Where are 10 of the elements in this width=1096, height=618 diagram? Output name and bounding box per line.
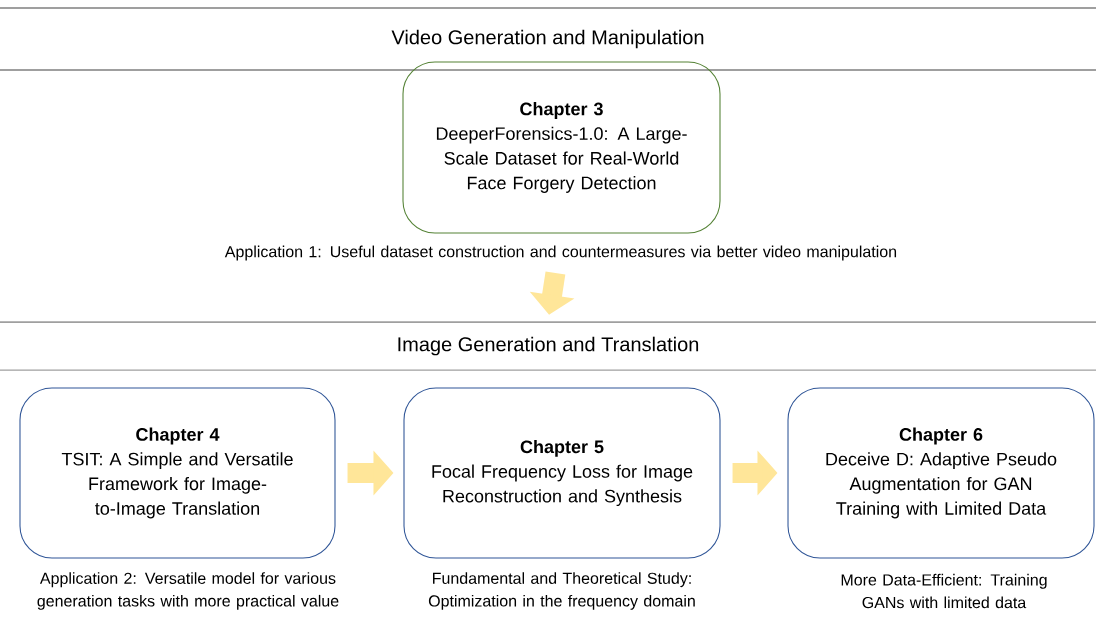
- caption-text: Application 1: Useful dataset construction and countermeasures via better video manipulation: [224, 245, 897, 261]
- caption-text: More Data-Efficient: Training GANs with limited data: [841, 573, 1047, 609]
- chapter-box: Chapter 3 DeeperForensics-1.0: A Large-Scale Dataset for Real-World Face Forgery Detection: [402, 61, 721, 234]
- section-band: Video Generation and Manipulation: [0, 7, 1096, 71]
- caption-text: Application 2: Versatile model for various generation tasks with more practical value: [37, 572, 339, 610]
- chapter-box: Chapter 5 Focal Frequency Loss for Image Reconstruction and Synthesis: [403, 387, 721, 559]
- caption-text: Fundamental and Theoretical Study: Optimization in the frequency domain: [428, 572, 695, 610]
- chapter-box: Chapter 6 Deceive D: Adaptive Pseudo Augmentation for GAN Training with Limited Data: [787, 387, 1095, 559]
- chapter-box: Chapter 4 TSIT: A Simple and Versatile Framework for Image-to-Image Translation: [19, 387, 336, 559]
- section-band: Image Generation and Translation: [0, 321, 1096, 371]
